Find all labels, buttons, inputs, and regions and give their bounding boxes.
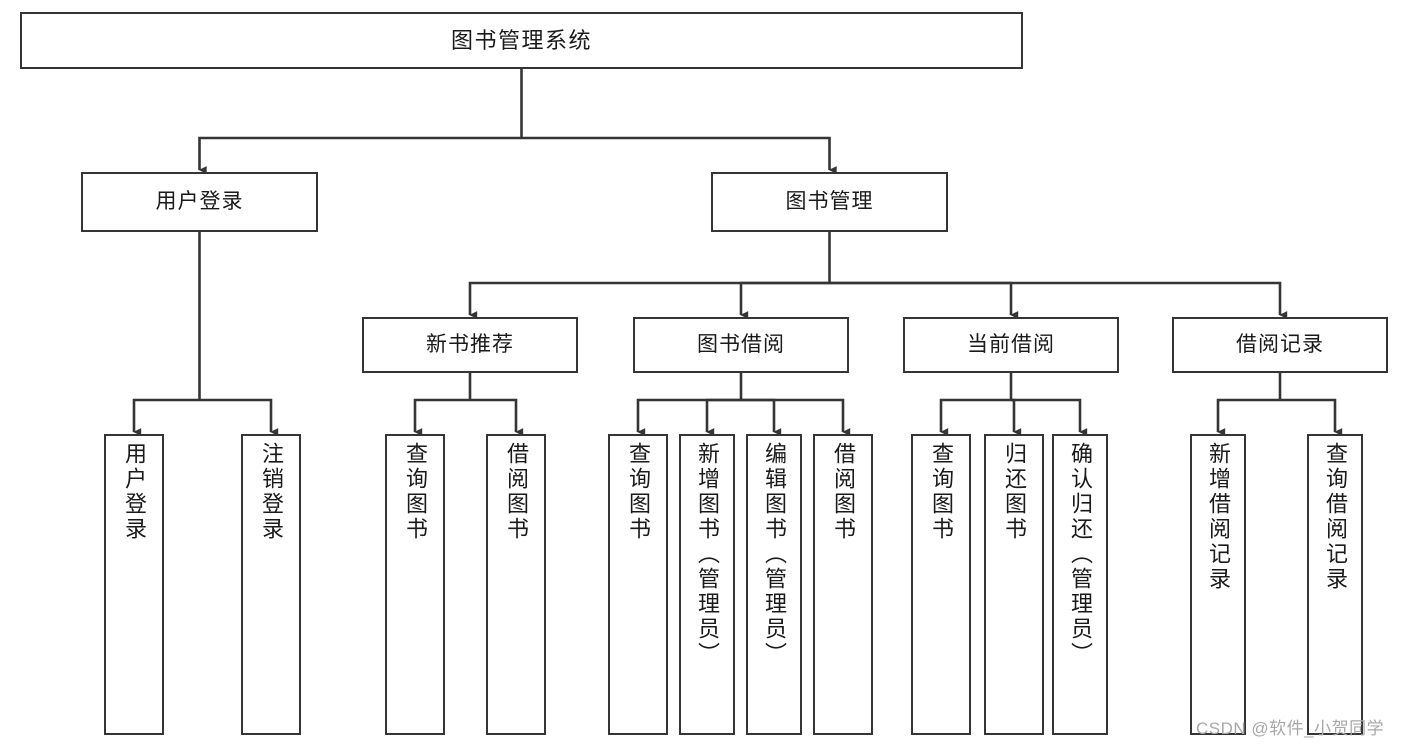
node-leaf_br_ed[interactable]: 编辑图书（管理员） — [746, 434, 802, 735]
connector-borrow-to-leaf_br_q — [636, 398, 741, 436]
node-label: 借阅图书 — [504, 442, 529, 542]
connector-borrow-to-leaf_br_b — [741, 398, 851, 436]
connector-borrow-to-leaf_br_ed — [741, 398, 782, 436]
connector-borrow-to-leaf_br_add — [705, 398, 741, 436]
node-label: 注销登录 — [259, 442, 284, 542]
node-current[interactable]: 当前借阅 — [903, 317, 1119, 373]
node-leaf_br_q[interactable]: 查询图书 — [608, 434, 668, 735]
node-label: 图书管理 — [785, 189, 874, 213]
connector-newbook-to-leaf_nb_q — [413, 398, 470, 436]
node-label: 查询借阅记录 — [1323, 442, 1348, 592]
connector-current-to-leaf_cu_r — [1011, 398, 1022, 436]
connector-bookmgmt-to-newbook — [468, 281, 830, 319]
node-leaf_logout[interactable]: 注销登录 — [241, 434, 301, 735]
watermark-text: CSDN @软件_小贺同学 — [1196, 719, 1385, 738]
node-borrow[interactable]: 图书借阅 — [633, 317, 849, 373]
node-leaf_login[interactable]: 用户登录 — [104, 434, 164, 735]
node-label: 确认归还（管理员） — [1068, 442, 1093, 667]
connector-newbook-to-leaf_nb_b — [470, 398, 524, 436]
node-label: 借阅记录 — [1236, 332, 1324, 356]
node-root[interactable]: 图书管理系统 — [20, 12, 1023, 69]
node-label: 新书推荐 — [426, 332, 514, 356]
connector-bookmgmt-to-records — [829, 281, 1288, 319]
connector-bookmgmt-to-borrow — [739, 281, 830, 319]
node-leaf_br_add[interactable]: 新增图书（管理员） — [679, 434, 735, 735]
node-label: 用户登录 — [122, 442, 147, 542]
node-leaf_br_b[interactable]: 借阅图书 — [813, 434, 873, 735]
node-leaf_rc_add[interactable]: 新增借阅记录 — [1190, 434, 1246, 735]
node-label: 查询图书 — [403, 442, 428, 542]
connector-root-to-login — [198, 136, 522, 174]
node-leaf_cu_q[interactable]: 查询图书 — [911, 434, 971, 735]
node-leaf_nb_q[interactable]: 查询图书 — [385, 434, 445, 735]
node-leaf_cu_r[interactable]: 归还图书 — [984, 434, 1044, 735]
connector-current-to-leaf_cu_q — [939, 398, 1011, 436]
node-label: 用户登录 — [155, 189, 244, 213]
connector-current-to-leaf_cu_cf — [1011, 398, 1088, 436]
node-label: 借阅图书 — [831, 442, 856, 542]
node-label: 编辑图书（管理员） — [762, 442, 787, 667]
connector-login-to-leaf_logout — [199, 398, 279, 436]
node-leaf_rc_q[interactable]: 查询借阅记录 — [1307, 434, 1363, 735]
node-label: 图书借阅 — [697, 332, 785, 356]
node-newbook[interactable]: 新书推荐 — [362, 317, 578, 373]
node-label: 查询图书 — [929, 442, 954, 542]
connector-root-to-bookmgmt — [521, 136, 837, 174]
node-login[interactable]: 用户登录 — [81, 172, 318, 232]
node-label: 归还图书 — [1002, 442, 1027, 542]
node-leaf_nb_b[interactable]: 借阅图书 — [486, 434, 546, 735]
connector-records-to-leaf_rc_q — [1280, 398, 1343, 436]
connector-bookmgmt-to-current — [829, 281, 1019, 319]
node-leaf_cu_cf[interactable]: 确认归还（管理员） — [1052, 434, 1108, 735]
connector-login-to-leaf_login — [132, 398, 200, 436]
connector-records-to-leaf_rc_add — [1216, 398, 1280, 436]
node-bookmgmt[interactable]: 图书管理 — [711, 172, 948, 232]
node-label: 新增借阅记录 — [1206, 442, 1231, 592]
node-records[interactable]: 借阅记录 — [1172, 317, 1388, 373]
node-label: 查询图书 — [626, 442, 651, 542]
node-label: 图书管理系统 — [450, 27, 592, 53]
node-label: 当前借阅 — [967, 332, 1055, 356]
node-label: 新增图书（管理员） — [695, 442, 720, 667]
